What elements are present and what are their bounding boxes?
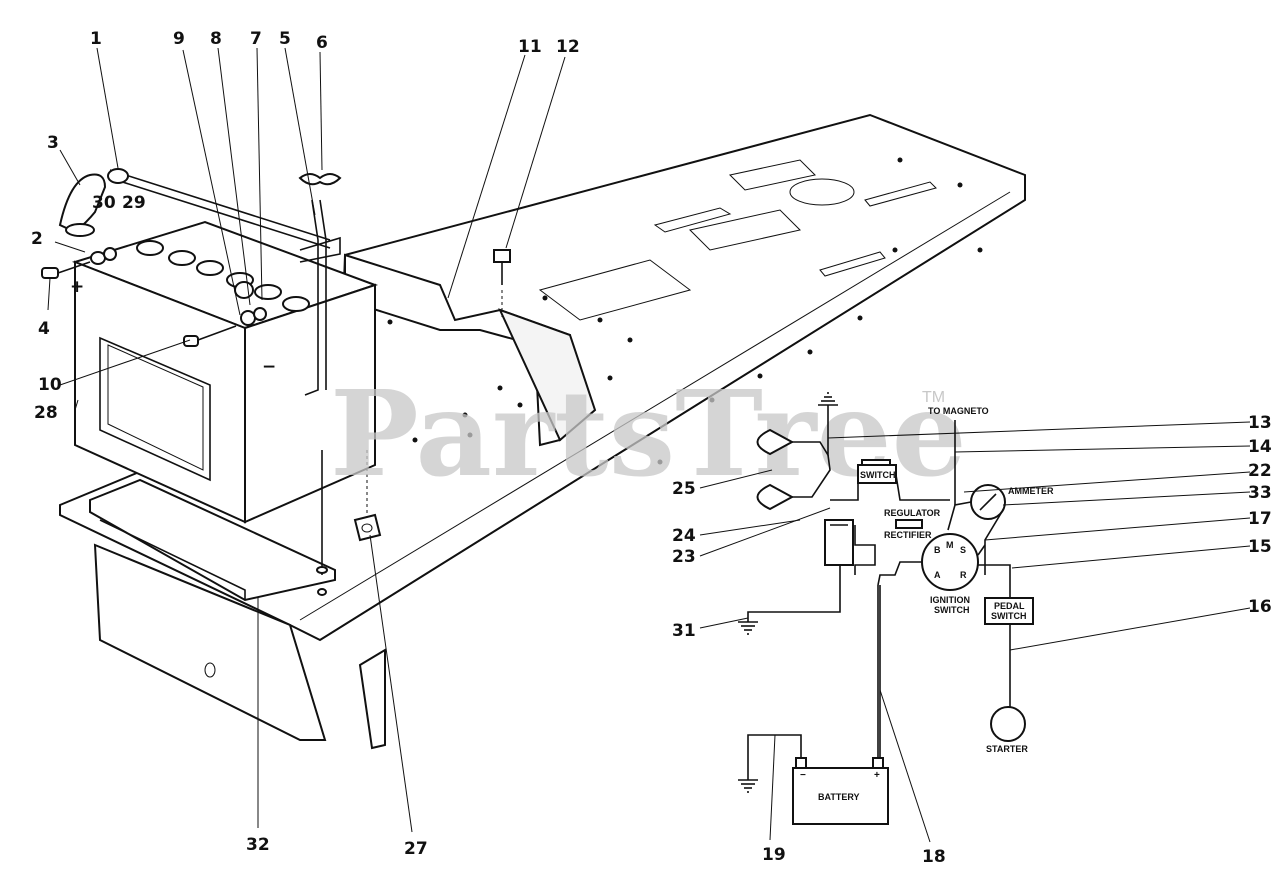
battery: + − [70,220,379,524]
callout-3: 3 [47,133,59,153]
watermark-tm: TM [922,389,945,406]
callout-33: 33 [1248,483,1272,503]
wiring-schematic: SWITCH TO MAGNETO AMMETER REGULATOR RECT… [699,392,1251,843]
battery-positive-mark: + [70,277,84,297]
callout-31: 31 [672,621,696,641]
regulator-label: REGULATOR [884,508,941,518]
callout-17: 17 [1248,509,1272,529]
battery-neg-mark: − [800,770,806,781]
callout-12: 12 [556,37,580,57]
callout-5: 5 [279,29,291,49]
callout-24: 24 [672,526,696,546]
battery-pos-mark: + [874,770,880,781]
callout-13: 13 [1248,413,1272,433]
callout-19: 19 [762,845,786,865]
callout-6: 6 [316,33,328,53]
callout-11: 11 [518,37,542,57]
battery-negative-mark: − [262,357,276,377]
ign-term-r: R [960,570,967,580]
callout-8: 8 [210,29,222,49]
to-magneto-label: TO MAGNETO [928,406,989,416]
pedal-switch-label-2: SWITCH [991,611,1027,621]
ign-term-a: A [934,570,941,580]
leader-lines [47,47,566,833]
starter-label: STARTER [986,744,1028,754]
ign-term-b: B [934,545,941,555]
ign-term-s: S [960,545,966,555]
callouts-left: 1 3 2 30 29 4 9 8 7 5 6 11 12 10 28 32 2… [31,29,580,859]
callout-2: 2 [31,229,43,249]
callout-27: 27 [404,839,428,859]
callout-29: 29 [122,193,146,213]
rectifier-label: RECTIFIER [884,530,932,540]
callout-30: 30 [92,193,116,213]
callout-32: 32 [246,835,270,855]
callout-15: 15 [1248,537,1272,557]
callouts-right: 13 14 22 33 17 15 16 25 24 23 31 19 18 [672,413,1272,867]
battery-label: BATTERY [818,792,860,802]
callout-1: 1 [90,29,102,49]
battery-tray [89,478,336,602]
light-switch-label: SWITCH [860,470,896,480]
callout-25: 25 [672,479,696,499]
callout-14: 14 [1248,437,1272,457]
hold-down-hardware [107,168,342,596]
ammeter-label: AMMETER [1008,486,1054,496]
callout-16: 16 [1248,597,1272,617]
ignition-label-1: IGNITION [930,595,970,605]
callout-28: 28 [34,403,58,423]
callout-23: 23 [672,547,696,567]
pedal-switch-label-1: PEDAL [994,601,1025,611]
battery-support-bracket [344,253,597,447]
callout-22: 22 [1248,461,1272,481]
callout-7: 7 [250,29,262,49]
callout-10: 10 [38,375,62,395]
callout-18: 18 [922,847,946,867]
callout-4: 4 [38,319,50,339]
ignition-label-2: SWITCH [934,605,970,615]
callout-9: 9 [173,29,185,49]
ign-term-m: M [946,540,954,550]
